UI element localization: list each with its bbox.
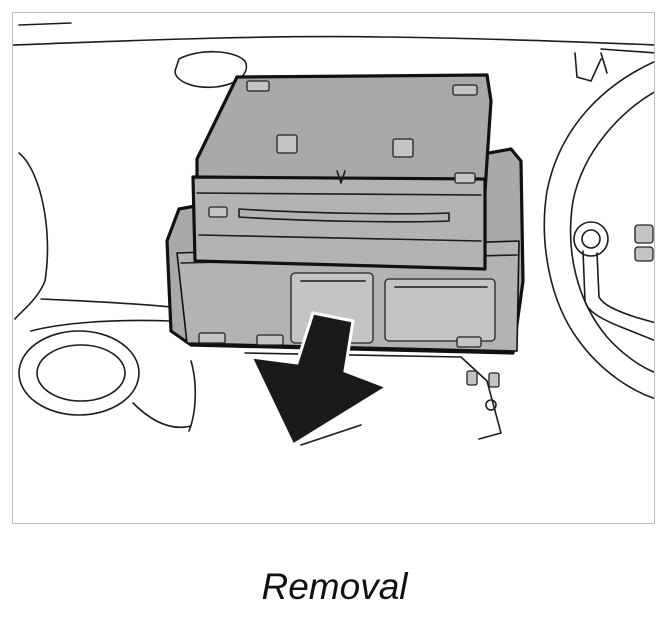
illustration-frame	[12, 12, 655, 524]
arrow-down-left-icon	[248, 311, 391, 448]
upper-unit	[191, 73, 493, 271]
figure-caption: Removal	[261, 566, 408, 607]
steering-column	[543, 52, 654, 400]
removal-illustration	[13, 22, 654, 448]
